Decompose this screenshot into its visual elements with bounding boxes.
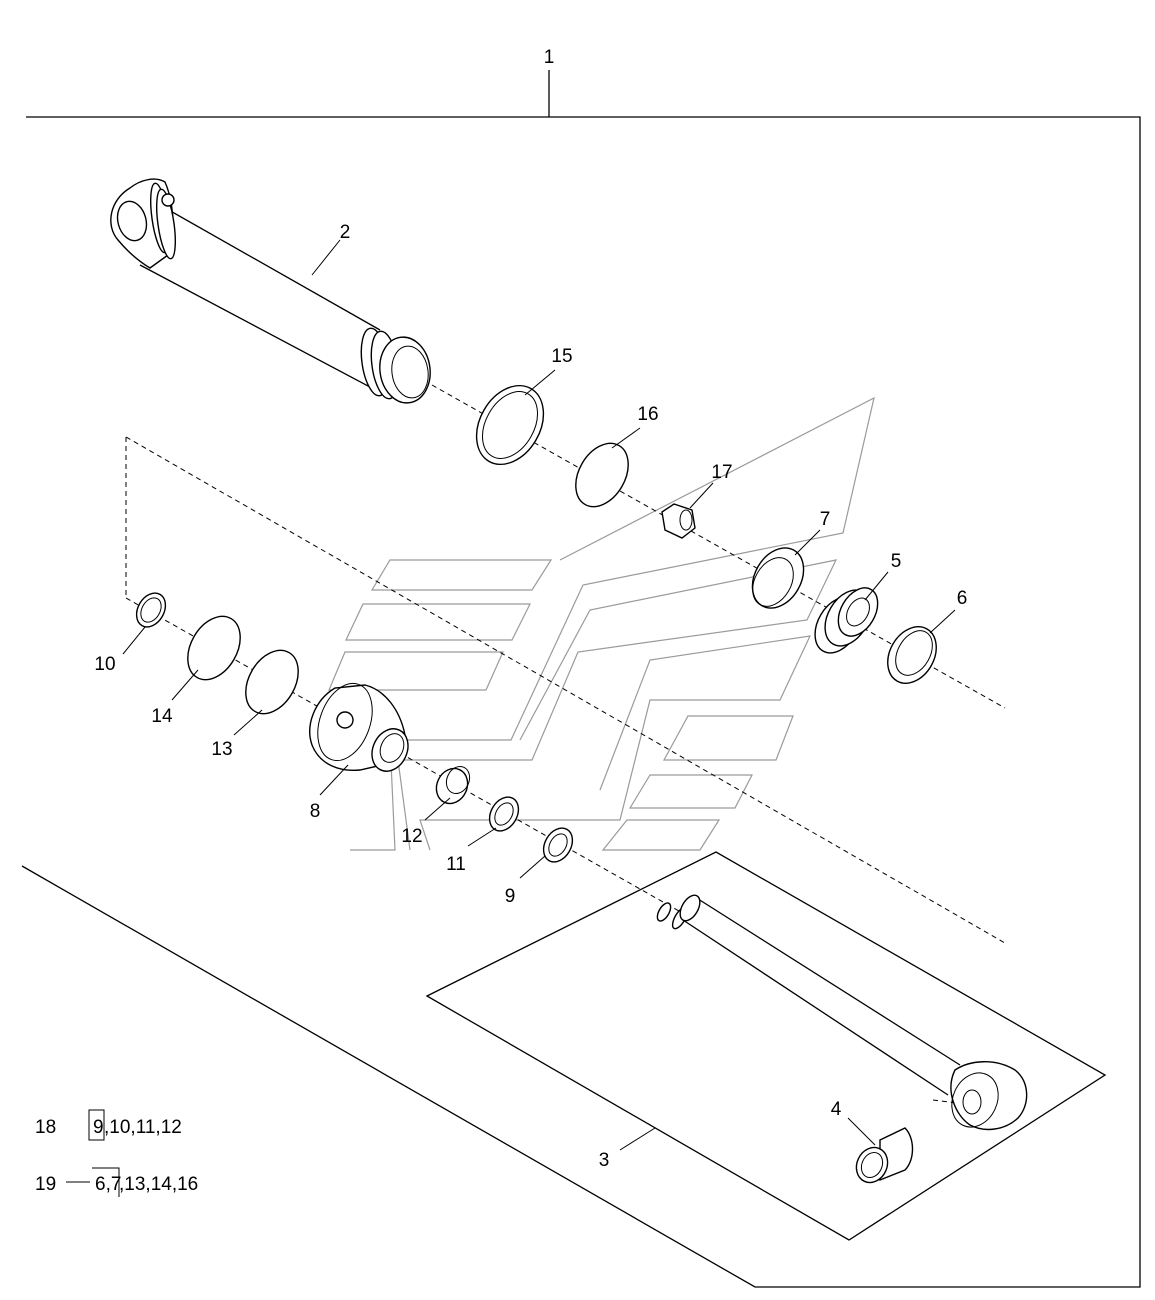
part-3-piston-rod [656,894,1028,1131]
part-8-gland [309,682,409,772]
kit-19-other-parts: ,13,14,16 [119,1174,198,1195]
kit-19-number: 19 [35,1174,56,1195]
part-4-bushing [855,1127,914,1184]
kit-18-number: 18 [35,1117,56,1138]
part-17-nut [661,503,696,539]
callout-3: 3 [599,1150,610,1171]
part-7-wear-ring [751,547,805,609]
part-11-rod-seal [488,796,520,832]
rod-sub-bracket [425,851,1107,1241]
callout-11: 11 [446,854,466,875]
callout-17: 17 [711,462,732,483]
kit-19-row: 19 6,7 ,13,14,16 [35,1167,198,1197]
leader-lines [122,239,956,1151]
kit-19-boxed-parts: 6,7 [95,1174,121,1195]
callout-10: 10 [94,654,115,675]
callout-6: 6 [957,588,968,609]
callout-13: 13 [211,739,232,760]
callout-2: 2 [340,222,351,243]
callout-9: 9 [505,886,516,907]
part-15-backup-ring [475,384,545,466]
kit-18-row: 18 9 ,10,11,12 [35,1109,182,1141]
part-14-o-ring [187,615,241,681]
callout-8: 8 [310,801,321,822]
part-12-bushing [435,765,471,805]
kit-18-boxed-parts: 9 [93,1117,104,1138]
part-5-piston [814,587,879,654]
callout-labels: 1 2 3 4 5 6 7 8 9 10 11 12 13 14 15 16 1… [94,47,967,1171]
part-9-buffer-seal [542,827,574,863]
watermark-logo [328,396,875,851]
callout-4: 4 [831,1099,842,1120]
part-13-backup-ring [245,649,299,715]
part-6-seal [887,626,937,684]
callout-7: 7 [820,509,831,530]
callout-12: 12 [401,826,422,847]
callout-16: 16 [637,404,658,425]
callout-15: 15 [551,346,572,367]
kit-legend: 18 9 ,10,11,12 19 6,7 ,13,14,16 [35,1109,198,1197]
assembly-bracket [21,70,1141,1288]
callout-14: 14 [151,706,173,727]
kit-19-bracket [92,1167,120,1197]
cylinder-tube [110,178,431,404]
part-10-wiper [135,592,167,628]
kit-18-other-parts: ,10,11,12 [104,1117,182,1138]
kit-18-box [88,1109,105,1141]
callout-1: 1 [544,47,555,68]
callout-5: 5 [891,551,902,572]
part-16-o-ring [575,442,629,508]
